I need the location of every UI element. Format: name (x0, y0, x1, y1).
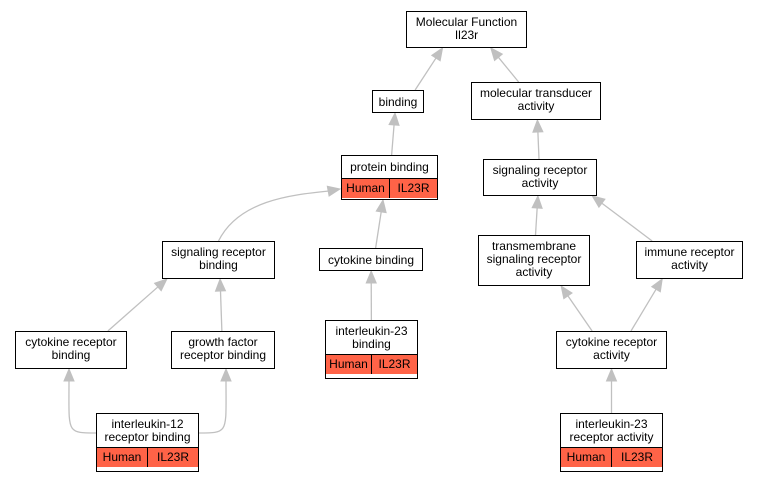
annotation-row: Human IL23R (326, 354, 417, 374)
node-protein-binding[interactable]: protein binding Human IL23R (341, 155, 438, 200)
edge-sra-to-mta (537, 131, 540, 160)
arrowhead-cytokine_binding-to-protein_binding (375, 198, 387, 214)
edge-tsra-to-sra (534, 207, 538, 236)
annotation-gene: IL23R (611, 448, 662, 467)
annotation-row: Human IL23R (97, 447, 198, 467)
edge-cytokine_binding-to-protein_binding (374, 211, 382, 249)
node-growth-factor-receptor-binding[interactable]: growth factor receptor binding (171, 331, 275, 369)
node-signaling-receptor-binding[interactable]: signaling receptor binding (162, 241, 275, 279)
edge-cra-to-ira (630, 288, 657, 332)
node-molecular-function[interactable]: Molecular Function Il23r (406, 11, 527, 48)
annotation-species: Human (329, 357, 368, 371)
node-label: protein binding (350, 160, 429, 174)
annotation-species: Human (102, 450, 142, 464)
node-interleukin-23-binding[interactable]: interleukin-23 binding Human IL23R (325, 320, 418, 379)
edge-binding-to-root (414, 57, 437, 91)
edge-protein_binding-to-binding (390, 124, 395, 156)
annotation-gene: IL23R (147, 448, 198, 467)
node-molecular-transducer-activity[interactable]: molecular transducer activity (471, 82, 601, 120)
node-label: Molecular Function Il23r (415, 15, 518, 42)
node-label: interleukin-23 binding (335, 324, 408, 351)
node-transmembrane-signaling-receptor-activity[interactable]: transmembrane signaling receptor activit… (478, 235, 590, 286)
annotation-species: Human (346, 181, 385, 195)
edge-gfrb-to-srb (219, 290, 223, 332)
edge-crb-to-srb (107, 286, 159, 332)
node-label: signaling receptor activity (492, 163, 588, 190)
arrowhead-ira-to-sra (591, 195, 606, 209)
arrowhead-il12rb-to-gfrb (220, 367, 232, 382)
node-label: cytokine receptor binding (25, 335, 117, 362)
annotation-gene: IL23R (389, 179, 437, 198)
arrowhead-crb-to-srb (153, 278, 168, 292)
arrowhead-cra-to-tsra (560, 284, 573, 300)
arrowhead-mta-to-root (490, 46, 504, 62)
edge-srb-to-protein_binding (217, 190, 330, 242)
node-immune-receptor-activity[interactable]: immune receptor activity (636, 241, 743, 279)
arrowhead-protein_binding-to-binding (388, 111, 400, 126)
edge-cra-to-tsra (567, 295, 593, 332)
node-label: cytokine binding (327, 253, 415, 267)
node-label: cytokine receptor activity (565, 335, 658, 362)
node-label: interleukin-23 receptor activity (569, 417, 654, 444)
node-cytokine-receptor-binding[interactable]: cytokine receptor binding (15, 331, 127, 369)
arrowhead-tsra-to-sra (531, 194, 543, 209)
arrowhead-binding-to-root (430, 46, 444, 62)
arrowhead-cra-to-ira (650, 277, 663, 293)
node-label: growth factor receptor binding (179, 335, 267, 362)
node-binding[interactable]: binding (372, 90, 424, 113)
node-cytokine-receptor-activity[interactable]: cytokine receptor activity (556, 331, 667, 369)
node-label: molecular transducer activity (479, 86, 593, 113)
annotation-row: Human IL23R (561, 447, 662, 467)
node-label: binding (378, 95, 418, 109)
node-label: signaling receptor binding (171, 245, 266, 272)
edge-ira-to-sra (601, 202, 653, 242)
node-signaling-receptor-activity[interactable]: signaling receptor activity (483, 159, 597, 196)
edge-il12rb-to-gfrb (198, 380, 227, 434)
node-label: interleukin-12 receptor binding (104, 417, 191, 444)
node-label: transmembrane signaling receptor activit… (486, 239, 582, 279)
arrowhead-il12rb-to-crb (63, 367, 75, 382)
annotation-row: Human IL23R (342, 178, 437, 198)
annotation-species: Human (566, 450, 606, 464)
node-interleukin-12-receptor-binding[interactable]: interleukin-12 receptor binding Human IL… (96, 413, 199, 472)
arrowhead-gfrb-to-srb (214, 277, 227, 292)
annotation-gene: IL23R (371, 355, 417, 374)
arrowhead-il23ra-to-cra (605, 367, 618, 382)
arrowhead-srb-to-protein_binding (326, 185, 342, 197)
node-label: immune receptor activity (644, 245, 735, 272)
node-cytokine-binding[interactable]: cytokine binding (319, 248, 423, 271)
node-interleukin-23-receptor-activity[interactable]: interleukin-23 receptor activity Human I… (560, 413, 663, 472)
arrowhead-sra-to-mta (532, 118, 544, 133)
arrowhead-il23b-to-cytokine_binding (365, 269, 377, 284)
edge-il12rb-to-crb (68, 380, 97, 434)
edge-mta-to-root (497, 56, 520, 83)
